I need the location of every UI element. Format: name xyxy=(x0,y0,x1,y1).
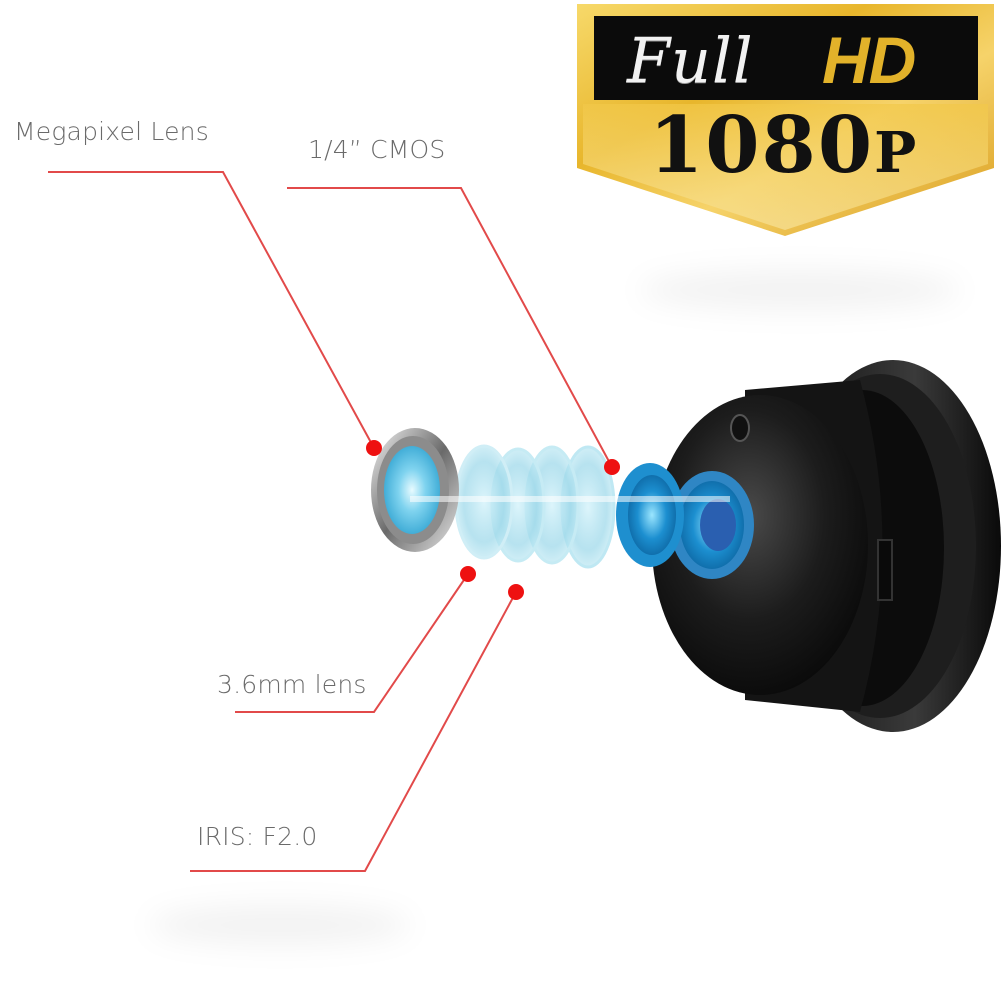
badge-hd-text: HD xyxy=(822,23,916,97)
callout-leader-lines xyxy=(48,171,613,872)
callout-label-iris: IRIS: F2.0 xyxy=(197,822,318,851)
focal-length-dot xyxy=(460,566,476,582)
full-hd-1080p-badge: Full HD 1080P xyxy=(577,4,994,236)
callout-label-megapixel-lens: Megapixel Lens xyxy=(14,117,209,146)
megapixel-lens-leader xyxy=(48,171,375,449)
background-shadow xyxy=(640,270,960,310)
callout-label-focal-length: 3.6mm lens xyxy=(217,670,367,699)
iris-leader xyxy=(190,591,517,872)
lens-elements xyxy=(371,428,730,569)
badge-shield-shape xyxy=(577,4,994,236)
background-shadow xyxy=(150,905,410,945)
badge-resolution-suffix: P xyxy=(874,120,919,186)
badge-full-text: Full xyxy=(627,24,754,97)
megapixel-lens-dot xyxy=(366,440,382,456)
cmos-dot xyxy=(604,459,620,475)
iris-dot xyxy=(508,584,524,600)
callout-dots xyxy=(366,440,620,600)
callout-label-cmos: 1/4” CMOS xyxy=(308,135,446,164)
badge-resolution-number: 1080 xyxy=(649,100,875,191)
focal-length-leader xyxy=(235,573,469,713)
badge-resolution-text: 1080P xyxy=(649,100,918,191)
cmos-leader xyxy=(287,187,613,468)
camera-body xyxy=(652,360,1001,732)
